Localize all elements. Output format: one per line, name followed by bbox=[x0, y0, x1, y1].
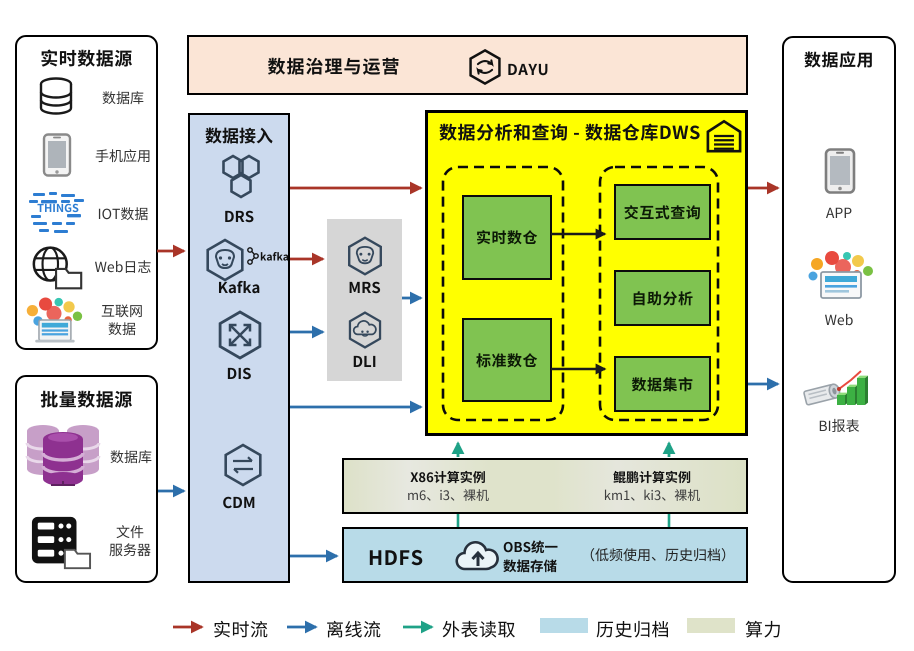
internet-icon bbox=[23, 295, 85, 345]
iot-icon: THINGS bbox=[25, 191, 91, 235]
bi-icon bbox=[801, 360, 877, 410]
realtime-source-label: Web日志 bbox=[94, 257, 152, 277]
governance-box: 数据治理与运营 DAYU bbox=[187, 35, 748, 95]
warehouse-realtime: 实时数仓 bbox=[462, 195, 552, 280]
apps-box: 数据应用 APP bbox=[782, 36, 896, 583]
warehouse-standard: 标准数仓 bbox=[462, 318, 552, 402]
batch-sources-title: 批量数据源 bbox=[40, 386, 133, 412]
hdfs-label: HDFS bbox=[368, 542, 424, 571]
mrs-icon bbox=[344, 235, 386, 282]
bi-report-label: BI报表 bbox=[818, 416, 860, 436]
dws-box: 数据分析和查询 - 数据仓库DWS 实时数仓 标准数仓 交互式查询 自助分析 数… bbox=[425, 110, 748, 436]
dws-title: 数据分析和查询 - 数据仓库DWS bbox=[439, 119, 701, 145]
compute-group-kunpeng: 鲲鹏计算实例 km1、ki3、裸机 bbox=[603, 467, 701, 504]
dis-label: DIS bbox=[226, 363, 252, 384]
realtime-source-label: 手机应用 bbox=[95, 146, 151, 166]
realtime-source-label: IOT数据 bbox=[97, 204, 149, 224]
database-icon bbox=[33, 77, 79, 117]
svg-text:kafka: kafka bbox=[260, 250, 289, 265]
governance-title: 数据治理与运营 bbox=[267, 53, 401, 79]
legend-realtime-label: 实时流 bbox=[213, 616, 269, 642]
dws-service-data-mart: 数据集市 bbox=[614, 356, 711, 412]
legend-offline-label: 离线流 bbox=[326, 616, 382, 642]
svg-text:THINGS: THINGS bbox=[37, 200, 79, 216]
dayu-label: DAYU bbox=[507, 59, 550, 80]
legend-compute-swatch bbox=[687, 618, 735, 633]
dli-icon bbox=[345, 310, 385, 355]
legend-external-read-label: 外表读取 bbox=[442, 616, 516, 642]
legend-realtime-arrow bbox=[173, 620, 204, 634]
legend-external-read-arrow bbox=[403, 620, 434, 634]
dli-label: DLI bbox=[352, 351, 377, 372]
obs-cloud-icon bbox=[454, 537, 502, 582]
realtime-sources-title: 实时数据源 bbox=[40, 45, 133, 71]
legend-history-archive-label: 历史归档 bbox=[596, 616, 670, 642]
processing-box: MRS DLI bbox=[327, 219, 402, 381]
warehouse-icon bbox=[705, 118, 743, 159]
realtime-sources-box: 实时数据源 数据库 手机应用 bbox=[15, 35, 158, 350]
kafka-label: Kafka bbox=[217, 277, 261, 298]
batch-source-label: 数据库 bbox=[110, 447, 152, 467]
storage-box: HDFS OBS统一 数据存储 （低频使用、历史归档） bbox=[342, 527, 748, 583]
dayu-icon bbox=[466, 48, 504, 91]
kafka-icon bbox=[202, 237, 248, 288]
cdm-label: CDM bbox=[222, 492, 256, 513]
dws-service-interactive-query: 交互式查询 bbox=[614, 184, 711, 240]
storage-note: （低频使用、历史归档） bbox=[581, 545, 735, 565]
weblog-icon bbox=[29, 245, 87, 290]
kafka-logo-badge: kafka bbox=[245, 245, 289, 272]
realtime-source-label: 数据库 bbox=[102, 88, 144, 108]
app-label: APP bbox=[825, 203, 853, 223]
batch-source-label: 文件 服务器 bbox=[109, 522, 151, 560]
legend-offline-arrow bbox=[287, 620, 318, 634]
cdm-icon bbox=[220, 442, 266, 493]
purple-database-icon bbox=[23, 423, 103, 487]
file-server-icon bbox=[30, 515, 92, 571]
web-icon bbox=[804, 249, 878, 303]
ingestion-box: 数据接入 DRS bbox=[188, 113, 290, 583]
dis-icon bbox=[214, 309, 266, 366]
realtime-source-label: 互联网 数据 bbox=[101, 301, 143, 339]
web-label: Web bbox=[824, 310, 854, 330]
apps-title: 数据应用 bbox=[804, 46, 874, 71]
compute-box: X86计算实例 m6、i3、裸机 鲲鹏计算实例 km1、ki3、裸机 bbox=[342, 458, 748, 514]
compute-group-x86: X86计算实例 m6、i3、裸机 bbox=[406, 467, 490, 504]
drs-label: DRS bbox=[223, 206, 255, 227]
drs-icon bbox=[215, 151, 267, 208]
dws-service-self-analysis: 自助分析 bbox=[614, 270, 711, 326]
legend-compute-label: 算力 bbox=[745, 616, 782, 642]
mrs-label: MRS bbox=[348, 277, 381, 298]
mobile-icon bbox=[39, 133, 75, 177]
app-icon bbox=[823, 148, 857, 194]
ingestion-title: 数据接入 bbox=[205, 122, 273, 147]
batch-sources-box: 批量数据源 bbox=[15, 375, 158, 583]
legend-history-archive-swatch bbox=[540, 618, 588, 633]
obs-label: OBS统一 数据存储 bbox=[503, 536, 559, 575]
